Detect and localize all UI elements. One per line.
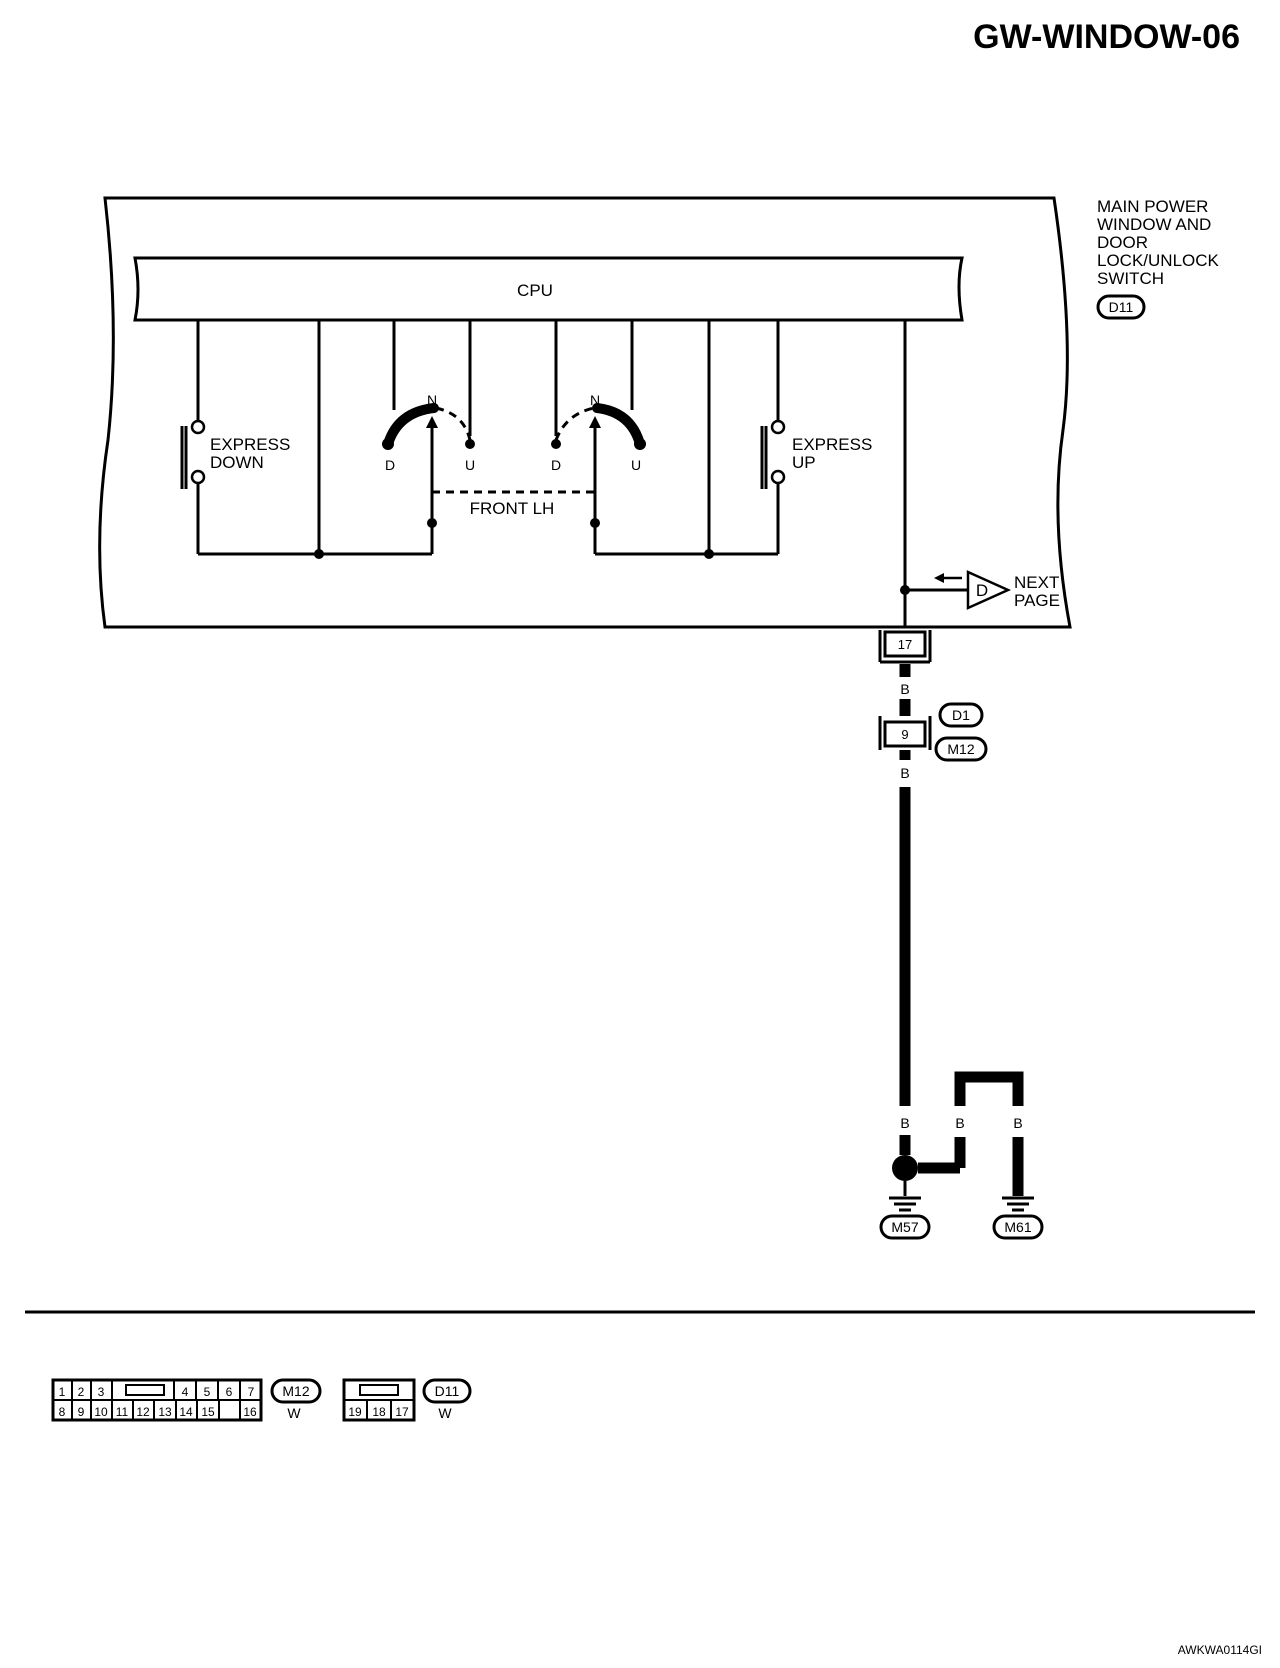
svg-text:MAIN POWER: MAIN POWER [1097, 197, 1208, 216]
cpu-block [133, 256, 964, 322]
component-outline [98, 196, 1072, 629]
connector-view-m12-color: W [287, 1405, 301, 1421]
svg-text:17: 17 [898, 637, 912, 652]
express-down-switch [180, 419, 206, 489]
svg-text:DOWN: DOWN [210, 453, 264, 472]
next-page-label: NEXT PAGE [1014, 573, 1060, 610]
ground-jumper-top [954, 1071, 1024, 1106]
svg-text:D1: D1 [952, 707, 970, 723]
svg-text:D: D [976, 581, 988, 600]
svg-text:4: 4 [182, 1385, 189, 1399]
express-down-label: EXPRESS DOWN [210, 435, 290, 472]
svg-text:LOCK/UNLOCK: LOCK/UNLOCK [1097, 251, 1220, 270]
right-switch-pos-d: D [551, 457, 561, 473]
svg-text:5: 5 [204, 1385, 211, 1399]
wire-color-4: B [955, 1115, 964, 1131]
junction-dots [314, 518, 910, 595]
svg-text:19: 19 [348, 1405, 362, 1419]
connector-view-d11-color: W [438, 1405, 452, 1421]
joint-connector-d1-badge: D1 [938, 702, 984, 728]
express-up-switch [760, 419, 786, 489]
wire-color-1: B [900, 681, 909, 697]
left-switch-pos-u: U [465, 457, 475, 473]
svg-text:DOOR: DOOR [1097, 233, 1148, 252]
connector-view-d11-badge: D11 [422, 1378, 472, 1404]
figure-code: AWKWA0114GI [1178, 1643, 1262, 1657]
svg-text:18: 18 [372, 1405, 386, 1419]
svg-text:M61: M61 [1004, 1219, 1031, 1235]
svg-text:NEXT: NEXT [1014, 573, 1059, 592]
svg-text:WINDOW AND: WINDOW AND [1097, 215, 1211, 234]
next-page-arrow-icon [934, 573, 962, 583]
svg-text:8: 8 [59, 1405, 66, 1419]
svg-text:13: 13 [158, 1405, 172, 1419]
connector-view-m12-badge: M12 [270, 1378, 322, 1404]
svg-text:2: 2 [78, 1385, 85, 1399]
svg-text:1: 1 [59, 1385, 66, 1399]
svg-text:PAGE: PAGE [1014, 591, 1060, 610]
page-title: GW-WINDOW-06 [973, 18, 1240, 56]
front-lh-label: FRONT LH [470, 499, 555, 518]
svg-text:16: 16 [243, 1405, 257, 1419]
express-up-label: EXPRESS UP [792, 435, 872, 472]
ground-m57-badge: M57 [879, 1214, 931, 1240]
component-name: MAIN POWER WINDOW AND DOOR LOCK/UNLOCK S… [1097, 197, 1220, 288]
joint-connector-9: 9 [878, 716, 932, 750]
cpu-wires [196, 320, 907, 627]
svg-text:17: 17 [395, 1405, 409, 1419]
component-connector-badge: D11 [1096, 294, 1146, 320]
connector-view-d11: 19 18 17 [342, 1378, 416, 1422]
svg-text:D11: D11 [1109, 299, 1134, 315]
wire-color-3: B [900, 1115, 909, 1131]
svg-text:14: 14 [179, 1405, 193, 1419]
wire-color-2: B [900, 765, 909, 781]
svg-text:M12: M12 [282, 1383, 309, 1399]
svg-text:12: 12 [136, 1405, 150, 1419]
svg-text:EXPRESS: EXPRESS [792, 435, 872, 454]
connector-view-m12: 1 2 3 4 5 6 7 8 9 10 11 12 13 14 15 16 [51, 1378, 263, 1422]
svg-text:10: 10 [94, 1405, 108, 1419]
svg-text:9: 9 [901, 727, 908, 742]
terminal-17: 17 [878, 630, 932, 664]
svg-text:M12: M12 [947, 741, 974, 757]
cpu-label: CPU [517, 281, 553, 300]
svg-text:3: 3 [98, 1385, 105, 1399]
svg-text:6: 6 [226, 1385, 233, 1399]
svg-text:15: 15 [201, 1405, 215, 1419]
ground-m57-junction [892, 1155, 918, 1181]
ground-m61-badge: M61 [992, 1214, 1044, 1240]
svg-text:9: 9 [78, 1405, 85, 1419]
right-switch-pos-u: U [631, 457, 641, 473]
left-switch-pos-n: N [427, 392, 437, 408]
joint-connector-m12-badge: M12 [934, 736, 988, 762]
svg-text:D11: D11 [435, 1383, 460, 1399]
ground-m61-icon [1002, 1196, 1034, 1212]
right-window-switch [551, 403, 646, 450]
right-switch-pos-n: N [590, 392, 600, 408]
svg-text:UP: UP [792, 453, 816, 472]
left-switch-pos-d: D [385, 457, 395, 473]
svg-text:EXPRESS: EXPRESS [210, 435, 290, 454]
svg-text:11: 11 [116, 1405, 129, 1419]
svg-text:SWITCH: SWITCH [1097, 269, 1164, 288]
ground-m57-icon [889, 1181, 921, 1212]
wire-color-5: B [1013, 1115, 1022, 1131]
left-window-switch [382, 403, 475, 450]
svg-text:M57: M57 [891, 1219, 918, 1235]
svg-text:7: 7 [248, 1385, 255, 1399]
next-page-marker: D [966, 570, 1012, 610]
